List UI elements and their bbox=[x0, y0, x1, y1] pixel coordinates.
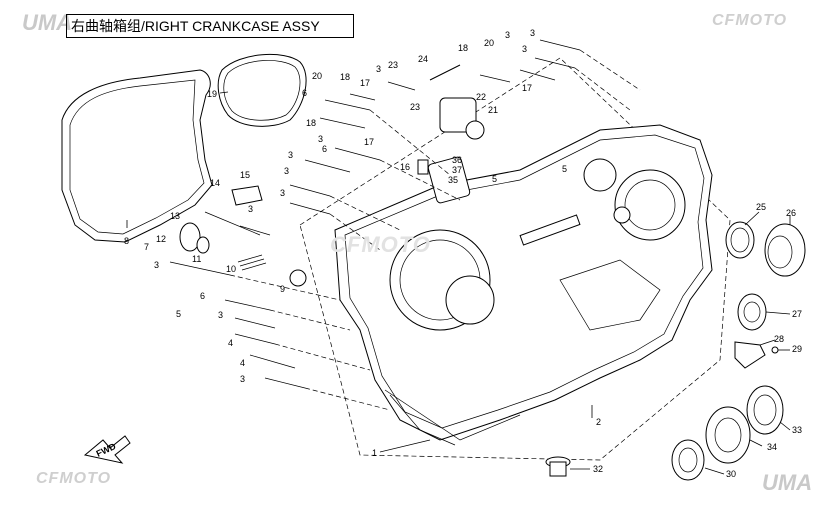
callout-c18c: 18 bbox=[306, 118, 316, 128]
callout-c6b: 6 bbox=[322, 144, 327, 154]
washer-11 bbox=[196, 236, 210, 254]
callout-c34: 34 bbox=[767, 442, 777, 452]
callout-c5c: 5 bbox=[176, 309, 181, 319]
callout-c36: 36 bbox=[452, 155, 462, 165]
callout-c3c: 3 bbox=[505, 30, 510, 40]
callout-c2: 2 bbox=[596, 417, 601, 427]
bearing-25-seal bbox=[725, 221, 755, 259]
assembly-outline bbox=[299, 57, 731, 461]
drain-plug-32 bbox=[545, 456, 571, 477]
callout-c3d: 3 bbox=[376, 64, 381, 74]
bolt-set bbox=[169, 39, 581, 389]
callout-c7: 7 bbox=[144, 242, 149, 252]
callout-c11: 11 bbox=[192, 254, 201, 264]
bearing-34 bbox=[705, 406, 751, 464]
callout-c3l: 3 bbox=[240, 374, 245, 384]
callout-c23b: 23 bbox=[410, 102, 420, 112]
callout-c20b: 20 bbox=[312, 71, 322, 81]
callout-c25: 25 bbox=[756, 202, 766, 212]
callout-c18b: 18 bbox=[458, 43, 468, 53]
callout-c6a: 6 bbox=[302, 88, 307, 98]
callout-c4b: 4 bbox=[240, 358, 245, 368]
crankcase-gasket bbox=[61, 69, 213, 243]
callout-c1: 1 bbox=[372, 448, 377, 458]
pipe-22 bbox=[439, 97, 477, 133]
callout-c3g: 3 bbox=[284, 166, 289, 176]
uma-logo-bottom: UMA bbox=[762, 470, 813, 495]
callout-c21: 21 bbox=[488, 105, 498, 115]
callout-c16: 16 bbox=[400, 162, 410, 172]
callout-c18a: 18 bbox=[340, 72, 350, 82]
callout-c3e: 3 bbox=[318, 134, 323, 144]
callout-c20a: 20 bbox=[484, 38, 494, 48]
callout-c17b: 17 bbox=[522, 83, 532, 93]
callout-c9: 9 bbox=[280, 284, 285, 294]
callout-c29: 29 bbox=[792, 344, 802, 354]
callout-c30: 30 bbox=[726, 469, 736, 479]
shift-part-28 bbox=[734, 341, 766, 369]
cover-gasket bbox=[217, 53, 307, 127]
callout-c6c: 6 bbox=[200, 291, 205, 301]
callout-c26: 26 bbox=[786, 208, 796, 218]
callout-c3f: 3 bbox=[288, 150, 293, 160]
callout-c8: 8 bbox=[124, 236, 129, 246]
gear-12 bbox=[179, 222, 201, 252]
callout-c3b: 3 bbox=[522, 44, 527, 54]
callout-c3a: 3 bbox=[530, 28, 535, 38]
callout-c35: 35 bbox=[448, 175, 458, 185]
callout-c23a: 23 bbox=[388, 60, 398, 70]
callout-c37: 37 bbox=[452, 165, 462, 175]
bearing-27 bbox=[737, 293, 767, 331]
page-title: 右曲轴箱组/RIGHT CRANKCASE ASSY bbox=[66, 14, 354, 38]
callout-c32: 32 bbox=[593, 464, 603, 474]
callout-c3h: 3 bbox=[280, 188, 285, 198]
bracket-14 bbox=[231, 185, 263, 206]
callout-c28: 28 bbox=[774, 334, 784, 344]
callout-c3k: 3 bbox=[218, 310, 223, 320]
callout-labels: 1 2 3 3 3 3 3 3 3 3 3 3 3 3 4 4 5 5 5 6 … bbox=[124, 28, 802, 479]
callout-c5b: 5 bbox=[492, 174, 497, 184]
callout-c17a: 17 bbox=[360, 78, 370, 88]
fwd-arrow-icon: FWD bbox=[83, 435, 131, 464]
seal-33 bbox=[746, 385, 784, 435]
uma-logo-top: UMA bbox=[22, 10, 73, 35]
cfmoto-watermark-center: CFMOTO bbox=[330, 232, 431, 257]
callout-c14: 14 bbox=[210, 178, 220, 188]
callout-c12: 12 bbox=[156, 234, 166, 244]
rod-24 bbox=[429, 64, 461, 81]
cfmoto-logo-bottom: CFMOTO bbox=[36, 470, 112, 487]
sensor-16 bbox=[417, 159, 429, 175]
plug-9 bbox=[289, 269, 307, 287]
callout-c19: 19 bbox=[207, 89, 217, 99]
callout-c5a: 5 bbox=[562, 164, 567, 174]
callout-c22: 22 bbox=[476, 92, 486, 102]
oring-21 bbox=[465, 120, 485, 140]
bolt-leaders bbox=[229, 49, 641, 411]
cfmoto-logo-top: CFMOTO bbox=[712, 12, 788, 29]
callout-c24: 24 bbox=[418, 54, 428, 64]
seal-30 bbox=[671, 439, 705, 481]
callout-c4a: 4 bbox=[228, 338, 233, 348]
right-crankcase bbox=[334, 124, 713, 446]
callout-c33: 33 bbox=[792, 425, 802, 435]
callout-c15: 15 bbox=[240, 170, 250, 180]
callout-c3i: 3 bbox=[248, 204, 253, 214]
callout-c10: 10 bbox=[226, 264, 236, 274]
spring-10 bbox=[237, 254, 267, 271]
callout-c27: 27 bbox=[792, 309, 802, 319]
bolt-29 bbox=[771, 346, 779, 354]
callout-c13: 13 bbox=[170, 211, 180, 221]
callout-c17c: 17 bbox=[364, 137, 374, 147]
bearing-26 bbox=[764, 223, 806, 277]
callout-leaders bbox=[126, 91, 791, 475]
callout-c3j: 3 bbox=[154, 260, 159, 270]
